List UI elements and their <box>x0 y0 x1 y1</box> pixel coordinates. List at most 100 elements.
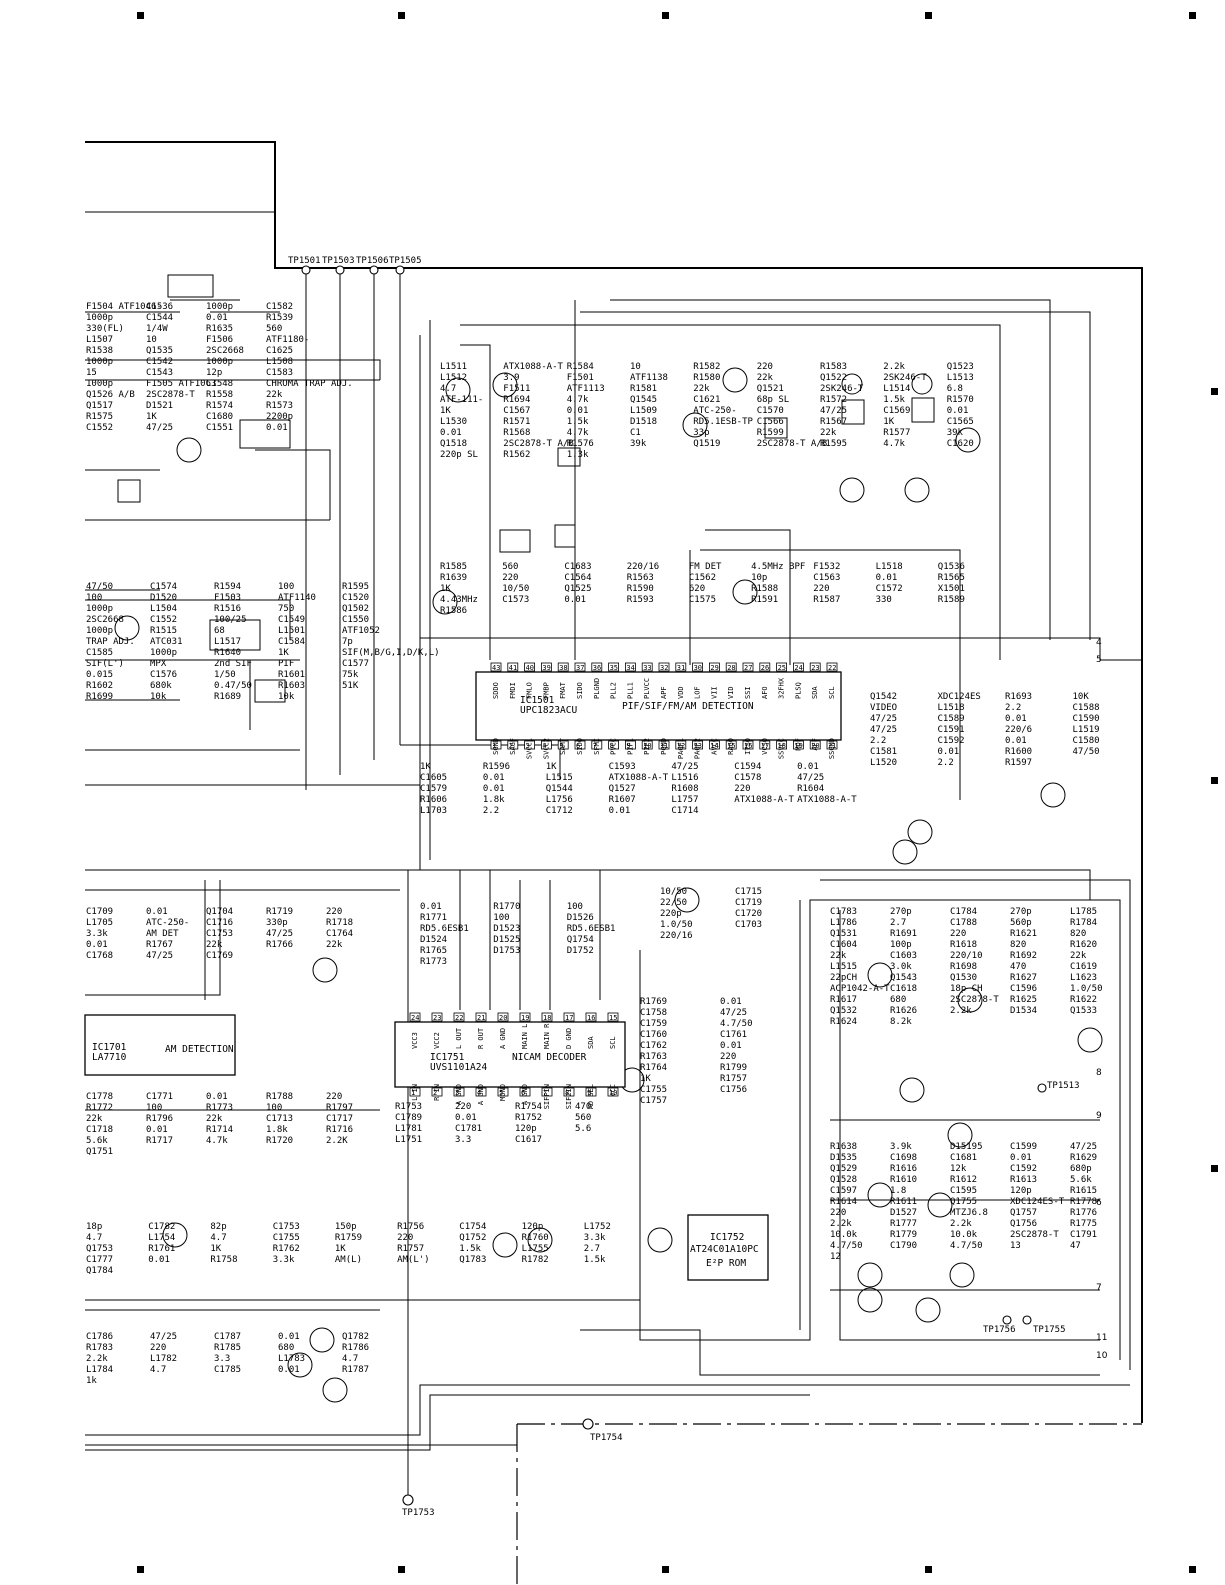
component-label: 1.8k <box>483 795 505 805</box>
ic-pin <box>591 662 603 672</box>
component-label: Q1519 <box>693 439 720 449</box>
component-label: 750 <box>278 604 294 614</box>
component-label: R1584 <box>567 362 594 372</box>
component-label: 3.3k <box>273 1255 295 1265</box>
component-label: 620 <box>689 584 705 594</box>
component-label: 2.2 <box>1005 703 1021 713</box>
component-label: Q1533 <box>1070 1006 1097 1016</box>
component-label: R1778 <box>1070 1197 1097 1207</box>
ic-pin <box>541 740 552 750</box>
component-label: R1563 <box>627 573 654 583</box>
f1514-filter <box>911 397 935 423</box>
edge-connector-number: 5 <box>1096 655 1102 665</box>
component-label: L1530 <box>440 417 467 427</box>
atc031-coil <box>254 679 286 703</box>
component-label: L1783 <box>278 1354 305 1364</box>
component-label: Q1518 <box>440 439 467 449</box>
component-label: 330 <box>876 595 892 605</box>
ic-pin <box>776 740 787 750</box>
q1544a-transistor <box>907 819 933 845</box>
component-label: C1577 <box>342 659 369 669</box>
component-label: C1621 <box>693 395 720 405</box>
component-label: ATX1088-A-T <box>503 362 563 372</box>
ic-pin-name: AVCC <box>710 738 718 755</box>
component-label: C1757 <box>640 1096 667 1106</box>
component-label: 3.3 <box>214 1354 230 1364</box>
component-label: 7p <box>342 637 353 647</box>
component-label: Q1756 <box>1010 1219 1037 1229</box>
ic-pin-number: 31 <box>677 664 685 672</box>
q1529-transistor <box>927 1192 953 1218</box>
component-label: R1583 <box>820 362 847 372</box>
bottom-testpoints: TP1754 TP1753 TP1513 TP1756 TP1755 <box>402 870 1080 1518</box>
component-label: Q1782 <box>342 1332 369 1342</box>
component-label: C1620 <box>947 439 974 449</box>
q1704-transistor <box>312 957 338 983</box>
ic-pin <box>431 1087 443 1097</box>
ic-pin-name: A GND <box>521 1084 529 1105</box>
component-label: C1603 <box>890 951 917 961</box>
component-label: R1766 <box>266 940 293 950</box>
component-label: C1716 <box>206 918 233 928</box>
component-label: 4.7k <box>567 395 589 405</box>
component-label: C1563 <box>813 573 840 583</box>
component-label: AM(L') <box>397 1255 430 1265</box>
ic-pin <box>541 1087 553 1097</box>
component-label: C1764 <box>326 929 353 939</box>
q1755-transistor <box>949 1262 975 1288</box>
component-label: R1574 <box>206 401 233 411</box>
ic-pin <box>641 740 653 750</box>
ic-pin-name: VCC <box>609 1084 617 1097</box>
ic-pin <box>490 662 502 672</box>
component-label: FM DET <box>689 562 722 572</box>
ic-pin-name: APF <box>660 686 668 699</box>
ic-pin <box>759 662 771 672</box>
component-label: 1.3k <box>567 450 589 460</box>
component-label: R1699 <box>86 692 113 702</box>
tp1755-point <box>1022 1315 1032 1325</box>
component-label: 47/25 <box>671 762 698 772</box>
component-label: 47/25 <box>870 714 897 724</box>
component-label: C1760 <box>640 1030 667 1040</box>
ic-pin-name: SAMT <box>559 737 567 755</box>
component-label: C1594 <box>734 762 761 772</box>
ic-pin-number: 9 <box>587 1089 591 1097</box>
component-label: Q1754 <box>567 935 594 945</box>
component-label: 1000p <box>86 379 113 389</box>
f1532-filter <box>554 524 576 548</box>
component-label: Q1542 <box>870 692 897 702</box>
component-label: R1760 <box>522 1233 549 1243</box>
component-label: F1501 <box>567 373 594 383</box>
component-label: 120p <box>1010 1186 1032 1196</box>
component-label: 2nd SIF <box>214 659 252 669</box>
component-label: ATX1088-A-T <box>734 795 794 805</box>
component-label: 0.01 <box>609 806 631 816</box>
q1758-transistor <box>647 1227 673 1253</box>
component-label: R1558 <box>206 390 233 400</box>
ic-pin <box>675 740 687 750</box>
component-label: R1783 <box>86 1343 113 1353</box>
ic-pin-number: 22 <box>455 1014 463 1022</box>
ic-pin <box>608 740 619 750</box>
component-label: 0.01 <box>266 423 288 433</box>
ic-pin <box>431 1012 443 1022</box>
ic-pin-number: 19 <box>521 1014 529 1022</box>
ic-pin <box>826 740 838 750</box>
ic1701-function: AM DETECTION <box>165 1044 234 1055</box>
component-label: C1567 <box>503 406 530 416</box>
component-label: R1586 <box>440 606 467 616</box>
component-label: R1786 <box>342 1343 369 1353</box>
tp1753-point <box>402 1494 414 1506</box>
ic-pin <box>490 740 502 750</box>
component-label: 3.3k <box>584 1233 606 1243</box>
ic-pin-name: SCL <box>828 686 836 699</box>
component-label: C1579 <box>420 784 447 794</box>
component-label: R1779 <box>890 1230 917 1240</box>
component-label: R1796 <box>146 1114 173 1124</box>
ic-pin-name: SIFFIN <box>543 1084 551 1109</box>
component-label: 220 <box>502 573 518 583</box>
component-label: 0.01 <box>797 762 819 772</box>
edge-connector-number: 8 <box>1096 1068 1102 1078</box>
ic-pin-number: 11 <box>660 742 668 750</box>
